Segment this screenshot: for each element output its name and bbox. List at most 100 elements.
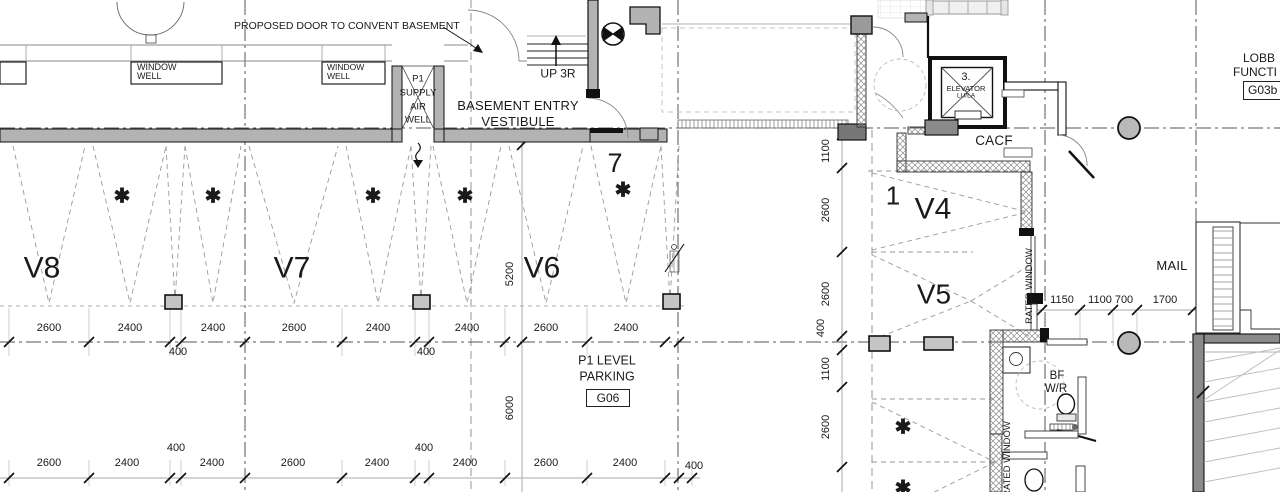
- dim-label: 1700: [1152, 294, 1178, 307]
- dim-label: 6000: [504, 395, 517, 421]
- window-well-box-2: [321, 61, 386, 85]
- dim-label: 2600: [820, 281, 833, 307]
- dim-label: 2400: [452, 457, 478, 470]
- columns: [164, 293, 954, 352]
- dim-label: 2600: [280, 457, 306, 470]
- dim-label: 2600: [533, 322, 559, 335]
- lower-washroom: [989, 433, 1086, 492]
- stair-wall: [587, 0, 599, 98]
- bf-washroom-label-line1: BF: [1049, 369, 1065, 382]
- ticks-bottom-row: [3, 472, 698, 484]
- grid-number-7: 7: [607, 147, 623, 178]
- room-tag-g06: G06: [586, 389, 630, 407]
- ticks-right-horizontal: [1036, 304, 1199, 316]
- dim-label: 2600: [281, 322, 307, 335]
- supply-well-x: [401, 65, 435, 130]
- cacf-label: CACF: [975, 132, 1013, 148]
- mailboxes: [1195, 221, 1280, 334]
- stall-marker: ✱: [456, 185, 474, 208]
- droplines: [8, 308, 1138, 486]
- vestibule-label: BASEMENT ENTRY VESTIBULE: [457, 97, 579, 129]
- dim-label: 1100: [820, 357, 833, 381]
- mail-label: MAIL: [1156, 258, 1188, 274]
- window-well-box-1: [130, 61, 223, 85]
- lobby-label-line1: LOBB: [1243, 51, 1276, 65]
- room-tag-g03b: G03b: [1243, 81, 1280, 100]
- dim-label: 2600: [820, 197, 833, 223]
- rated-window-label: RATED WINDOW: [1002, 421, 1014, 492]
- dim-label: 400: [414, 442, 434, 455]
- door-threshold: [590, 128, 623, 133]
- stall-label-v5: V5: [916, 278, 952, 310]
- stall-marker: ✱: [113, 185, 131, 208]
- dim-label: 2600: [533, 457, 559, 470]
- grab-bar: [1049, 423, 1074, 431]
- elevator-label: ELEVATOR: [946, 84, 986, 94]
- door-swing-arc: [587, 97, 629, 139]
- dim-label: 2400: [612, 457, 638, 470]
- dim-label: 1100: [1088, 294, 1112, 307]
- dim-label: 2400: [613, 322, 639, 335]
- stall-label-v8: V8: [23, 251, 61, 285]
- grid-number-1: 1: [885, 180, 901, 211]
- louvre-strip: [677, 119, 849, 129]
- dim-label: 400: [815, 318, 828, 338]
- dim-label: 5200: [504, 261, 517, 287]
- cacf-door-leaf: [1068, 150, 1095, 179]
- dim-label: 2400: [114, 457, 140, 470]
- double-door-arcs: [116, 1, 185, 36]
- dim-label: 400: [168, 346, 188, 359]
- cacf-door-arc: [1058, 134, 1088, 167]
- dim-label: 2400: [117, 322, 143, 335]
- door-swing-dashed: [873, 58, 927, 112]
- elevator-shaft: [928, 56, 1007, 129]
- stall-marker: ✱: [364, 185, 382, 208]
- ticks-top-row: [3, 336, 685, 348]
- ramp: [1192, 333, 1280, 492]
- dim-label: 2400: [364, 457, 390, 470]
- rated-window-label: RATED WINDOW: [1024, 248, 1036, 324]
- dim-label: 2600: [36, 457, 62, 470]
- lobby-door-arc: [872, 26, 904, 58]
- hatched-wall-vertical: [856, 32, 867, 128]
- dim-label: 2400: [200, 322, 226, 335]
- dim-label: 1150: [1050, 294, 1074, 307]
- stall-label-v6: V6: [523, 251, 561, 285]
- dim-label: 2400: [454, 322, 480, 335]
- elevator-type-label: LU/LA: [956, 92, 976, 100]
- proposed-door-note: PROPOSED DOOR TO CONVENT BASEMENT: [234, 20, 460, 32]
- window-well-box-partial: [0, 61, 27, 85]
- dim-label: 2400: [365, 322, 391, 335]
- dim-label: 700: [1114, 294, 1134, 307]
- parking-level-label: P1 LEVEL PARKING: [578, 353, 636, 383]
- grid-bubble-icon: [1117, 331, 1141, 355]
- stall-marker: ✱: [614, 179, 632, 202]
- grid-bubbles: [1117, 116, 1141, 355]
- dimension-lines: [0, 129, 1199, 492]
- dim-label: 400: [684, 460, 704, 473]
- cacf-walls: [896, 132, 1033, 231]
- stall-marker: ✱: [894, 416, 912, 439]
- dim-label: 400: [166, 442, 186, 455]
- vestibule-door-arc: [467, 9, 520, 62]
- dim-label: 1100: [820, 139, 833, 163]
- bf-washroom: [989, 328, 1097, 442]
- toilet: [1056, 393, 1076, 415]
- turning-circle: [1015, 360, 1065, 410]
- area-dashed-outline: [661, 27, 856, 113]
- stall-label-v7: V7: [273, 251, 311, 285]
- elevator-number: 3.: [961, 71, 971, 84]
- walls-right: [629, 0, 1280, 492]
- rated-window-wall: [1019, 228, 1043, 331]
- couch: [925, 0, 1009, 16]
- grid-bubble-icon: [1117, 116, 1141, 140]
- walls-left: [0, 0, 668, 168]
- parking-stall-lines: [0, 145, 1033, 492]
- dim-label: 2600: [36, 322, 62, 335]
- dim-label: 2600: [820, 414, 833, 440]
- stall-label-v4: V4: [914, 192, 952, 226]
